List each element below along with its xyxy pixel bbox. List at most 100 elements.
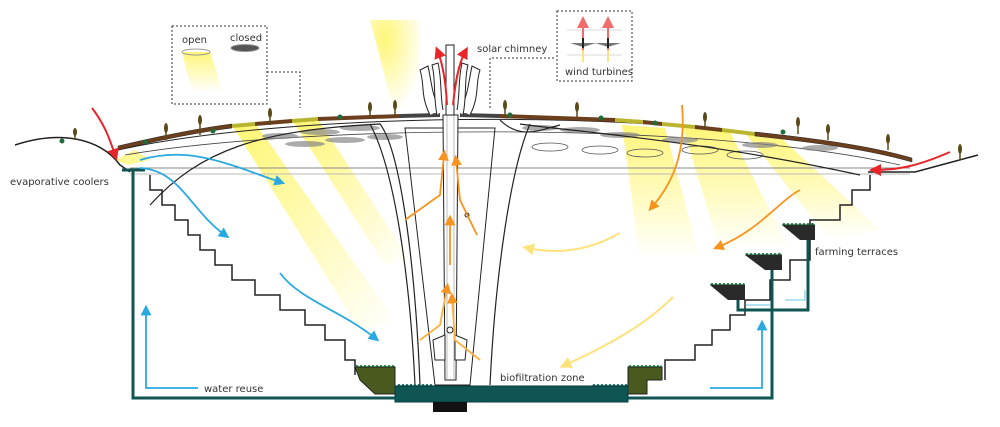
roof-ribs xyxy=(149,119,861,386)
roof-glass-right-1 xyxy=(615,118,643,124)
tree-icon xyxy=(368,102,372,118)
water-pipe-light xyxy=(745,290,806,306)
callout-aperture-states: open closed xyxy=(171,25,301,108)
warm-air-arrow-chimney-2 xyxy=(451,154,478,236)
chimney-shaft-outer xyxy=(404,127,496,386)
tree-icon xyxy=(958,144,962,160)
roof-brown-left-3 xyxy=(318,114,400,121)
label-closed: closed xyxy=(230,33,262,44)
roof-glass-left-2 xyxy=(292,117,318,123)
ground-surface-left xyxy=(14,136,131,173)
water-pipe-riser-2 xyxy=(772,240,810,312)
roof-brown-right-1 xyxy=(500,114,615,122)
chimney-foundation xyxy=(433,402,467,412)
shrub-icon xyxy=(142,139,148,145)
terrace-planter xyxy=(745,253,782,270)
shrub-icon xyxy=(59,138,65,144)
water-pipe-left xyxy=(131,170,395,400)
warm-air-arrow-chimney-1 xyxy=(404,149,449,221)
roof-brown-right-4 xyxy=(754,131,913,163)
water-reuse-arrow-right xyxy=(710,319,768,389)
chimney-base-fins xyxy=(432,334,468,361)
hot-air-arrow-exhaust-left xyxy=(434,46,448,106)
sunlight-beam-left-3 xyxy=(115,150,150,165)
chimney-crown-inner xyxy=(431,62,469,116)
roof-glass-left-1 xyxy=(232,122,255,128)
sunlight-beam-left-2 xyxy=(292,119,410,265)
label-solar-chimney: solar chimney xyxy=(477,44,547,55)
tree-icon xyxy=(393,100,397,116)
mild-air-arrow-2 xyxy=(559,296,674,368)
roof-dark-center-right xyxy=(460,113,500,118)
warm-air-arrow-right-2 xyxy=(712,189,801,250)
label-open: open xyxy=(182,35,207,46)
label-biofiltration-zone: biofiltration zone xyxy=(500,373,585,384)
tree-icon xyxy=(73,128,77,140)
shrub-icon xyxy=(780,129,786,135)
shrub-icon xyxy=(652,120,658,126)
hot-air-arrows xyxy=(91,46,951,176)
cool-air-arrow-1 xyxy=(139,153,286,186)
roof-glass-right-2 xyxy=(662,122,695,129)
mild-air-arrow-1 xyxy=(522,232,621,256)
warm-air-arrows xyxy=(404,104,801,265)
cool-air-arrow-2 xyxy=(139,167,230,239)
shrub-icon xyxy=(337,114,343,120)
tree-icon xyxy=(886,134,890,150)
sunlight-beam-left-1 xyxy=(232,123,395,330)
tree-icon xyxy=(268,108,272,125)
hot-air-arrow-inlet-right xyxy=(869,151,951,176)
tree-icon xyxy=(826,124,830,140)
hot-air-arrow-inlet-left xyxy=(91,107,119,161)
tree-icon xyxy=(575,102,579,118)
tree-icon xyxy=(198,115,202,135)
terrace-planter xyxy=(710,283,745,300)
chimney-valve xyxy=(446,326,454,334)
cool-air-arrows xyxy=(139,153,768,389)
terrace-stairs-left xyxy=(149,175,356,375)
tree-icon xyxy=(164,123,168,140)
planter-right-bottom xyxy=(627,365,663,395)
farming-terraces xyxy=(710,223,815,300)
roof-vegetation xyxy=(59,100,962,160)
hot-air-arrow-exhaust-right xyxy=(452,46,468,106)
open-aperture-icon xyxy=(181,48,211,56)
sunlight-beam-right-3 xyxy=(745,133,880,240)
chimney-spire xyxy=(445,44,455,116)
terrace-planter xyxy=(782,223,815,240)
cool-air-arrow-3 xyxy=(279,272,380,342)
open-aperture-light-icon xyxy=(182,52,222,92)
warm-air-arrow-right-1 xyxy=(648,104,684,212)
sunlight-beam-right-1 xyxy=(622,125,700,260)
sunlight-beams xyxy=(115,119,880,330)
rising-air-arrows xyxy=(419,282,481,361)
roof-brown-right-3 xyxy=(695,125,722,132)
rising-air-arrow-2 xyxy=(446,292,481,361)
roof-brown-left-2 xyxy=(255,119,292,126)
closed-aperture-icon xyxy=(230,44,260,52)
roof-surface xyxy=(117,113,913,163)
ground-surface-right xyxy=(868,154,979,173)
label-evaporative-coolers: evaporative coolers xyxy=(10,177,109,188)
label-farming-terraces: farming terraces xyxy=(815,247,898,258)
callout-wind-turbines: wind turbines xyxy=(556,10,633,82)
planter-left-bottom xyxy=(354,365,396,395)
sun-glow-chimney xyxy=(370,20,420,115)
roof-brown-left-1 xyxy=(117,123,233,151)
roof-glass-right-3 xyxy=(722,128,755,136)
tree-icon xyxy=(796,117,800,134)
water-reuse-arrow-left xyxy=(140,304,198,389)
terrace-stairs-right xyxy=(664,175,871,380)
rising-air-arrow-1 xyxy=(419,282,452,341)
label-wind-turbines: wind turbines xyxy=(565,67,633,78)
label-water-reuse: water reuse xyxy=(204,384,263,395)
shrub-icon xyxy=(598,115,604,121)
water-pipes xyxy=(122,168,810,400)
shrub-icon xyxy=(210,128,216,134)
water-pipe-right xyxy=(628,300,774,400)
tree-icon xyxy=(503,100,507,116)
wind-turbine-icon xyxy=(570,16,596,62)
wind-turbine-icon xyxy=(595,16,621,62)
